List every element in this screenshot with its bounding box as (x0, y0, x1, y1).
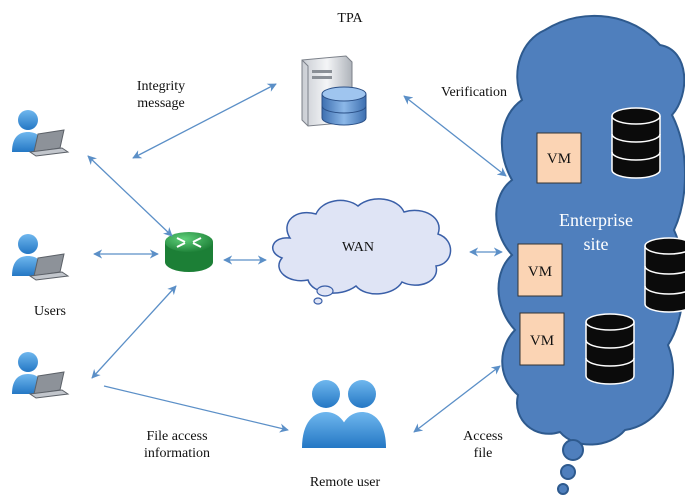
verification-label: Verification (440, 85, 508, 100)
vm-box-2: VM (517, 243, 563, 297)
arrow-user3-router (91, 285, 177, 379)
vm-label: VM (528, 264, 552, 280)
enterprise-site-label-line1: Enterprise (559, 210, 633, 230)
user-laptop-icon (12, 110, 70, 157)
vm-box-1: VM (536, 132, 582, 184)
user-laptop-icon (12, 234, 70, 281)
arrow-user1-router (87, 155, 173, 237)
vm-label: VM (547, 151, 571, 167)
file-access-information-label: File access information (143, 429, 211, 461)
wan-cloud (272, 198, 452, 305)
database-icon (585, 313, 635, 385)
user-laptop-icon (12, 352, 70, 399)
server-database-icon (301, 55, 367, 127)
arrow-tpa-enterprise (403, 95, 507, 177)
enterprise-site-label-line2: site (584, 234, 609, 254)
arrow-remote-enterprise (413, 365, 501, 433)
arrow-user3-remote (103, 385, 289, 433)
vm-label: VM (530, 333, 554, 349)
database-icon (611, 107, 661, 179)
router-icon (165, 232, 213, 272)
vm-box-3: VM (519, 312, 565, 366)
connection-arrows (87, 83, 507, 433)
remote-user-label: Remote user (309, 475, 381, 490)
integrity-message-label: Integrity message (136, 79, 186, 111)
arrow-user1-tpa (132, 83, 277, 159)
wan-label: WAN (342, 240, 374, 255)
remote-users-icon (302, 380, 386, 448)
users-label: Users (34, 304, 66, 319)
tpa-label: TPA (337, 11, 363, 26)
access-file-label: Access file (463, 429, 503, 461)
database-icon (644, 237, 685, 313)
